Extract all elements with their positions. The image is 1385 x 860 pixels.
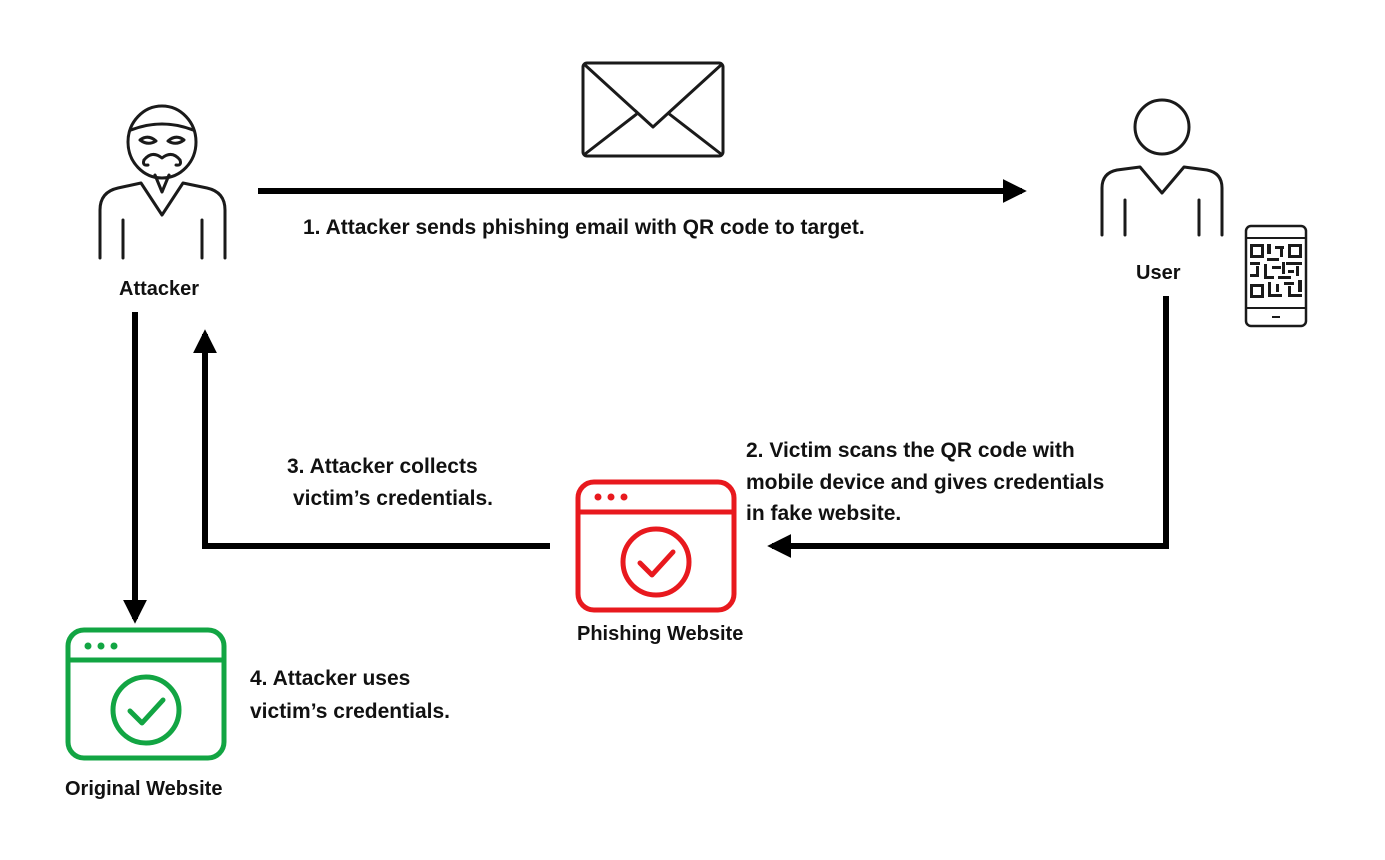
step-3-line-1: 3. Attacker collects <box>287 455 478 478</box>
envelope-icon <box>581 61 725 158</box>
step-2-line-2: mobile device and gives credentials <box>746 471 1105 494</box>
step-3-line-2: victim’s credentials. <box>293 487 493 510</box>
step-2-line-3: in fake website. <box>746 502 902 525</box>
phishing-website-icon <box>575 479 737 613</box>
step-4-line-1: 4. Attacker uses <box>250 667 411 690</box>
original-website-icon <box>65 627 227 761</box>
phishing-website-label: Phishing Website <box>577 623 744 645</box>
person-icon <box>1100 98 1224 237</box>
user-label: User <box>1136 262 1181 284</box>
arrow-phishing-to-attacker <box>193 329 550 549</box>
arrow-user-to-phishing <box>767 296 1169 558</box>
masked-hacker-icon <box>98 104 227 260</box>
step-1-text: 1. Attacker sends phishing email with QR… <box>303 216 865 239</box>
original-website-label: Original Website <box>65 778 223 800</box>
step-4-line-2: victim’s credentials. <box>250 700 450 723</box>
step-2-line-1: 2. Victim scans the QR code with <box>746 439 1075 462</box>
attacker-label: Attacker <box>119 278 200 300</box>
smartphone-qr-code-icon <box>1244 224 1308 328</box>
